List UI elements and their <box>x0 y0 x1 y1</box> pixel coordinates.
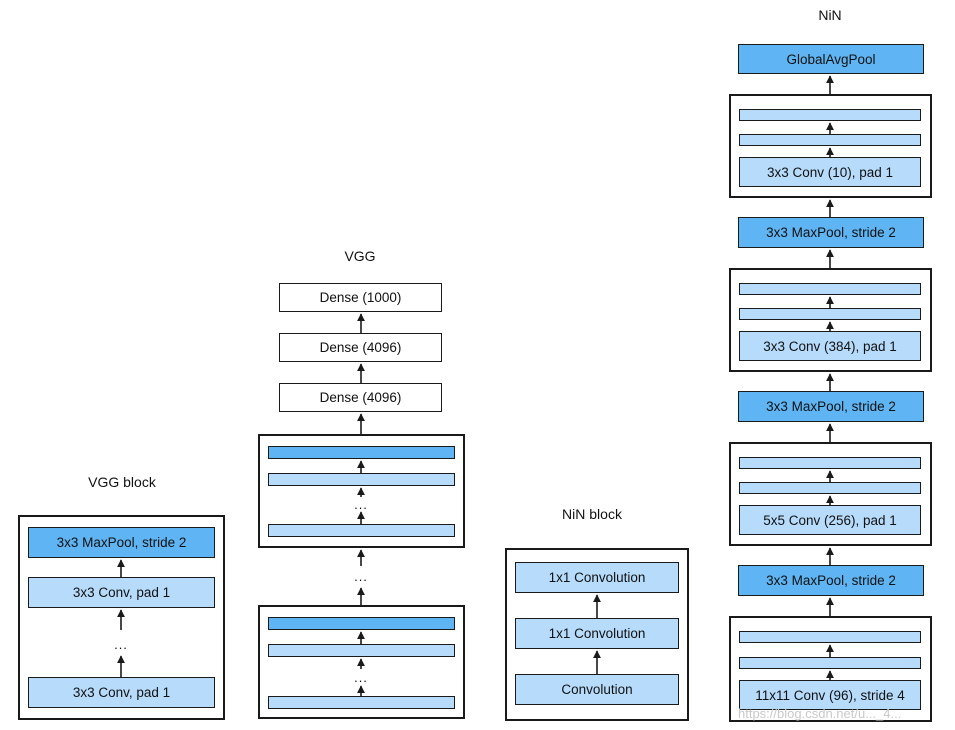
nin-title: NiN <box>818 7 842 23</box>
nin-block-1-bar-top <box>739 631 921 643</box>
nin-conv256-box: 5x5 Conv (256), pad 1 <box>739 505 921 535</box>
vgg-block-ellipsis: ... <box>114 637 128 652</box>
vgg-dense-4096-top-box: Dense (4096) <box>279 333 442 362</box>
vgg-block-1-conv-bar-top <box>268 644 455 657</box>
vgg-block-2-conv-bar-top <box>268 473 455 486</box>
vgg-block-1-conv-bar-bottom <box>268 696 455 709</box>
vgg-block-conv-top-box: 3x3 Conv, pad 1 <box>28 577 215 608</box>
nin-conv10-box: 3x3 Conv (10), pad 1 <box>739 157 921 187</box>
nin-block-2-bar-mid <box>739 482 921 494</box>
nin-conv384-box: 3x3 Conv (384), pad 1 <box>739 331 921 361</box>
nin-global-avg-pool-box: GlobalAvgPool <box>738 44 924 74</box>
vgg-block-maxpool-box: 3x3 MaxPool, stride 2 <box>28 527 215 558</box>
vgg-dense-4096-bottom-box: Dense (4096) <box>279 383 442 412</box>
nin-block-1-bar-mid <box>739 657 921 669</box>
nin-block-title: NiN block <box>562 506 622 522</box>
vgg-between-blocks-ellipsis: ... <box>354 569 368 584</box>
nin-maxpool-2-box: 3x3 MaxPool, stride 2 <box>738 391 924 422</box>
nin-block-conv-box: Convolution <box>515 674 679 705</box>
nin-block-2-bar-top <box>739 457 921 469</box>
vgg-block-2-ellipsis: ... <box>354 497 368 512</box>
vgg-title: VGG <box>344 248 376 264</box>
nin-block-4-bar-mid <box>739 134 921 146</box>
vgg-block-title: VGG block <box>88 474 156 490</box>
nin-block-conv1x1-top-box: 1x1 Convolution <box>515 562 679 593</box>
vgg-block-1-ellipsis: ... <box>354 670 368 685</box>
vgg-dense-1000-box: Dense (1000) <box>279 283 442 312</box>
nin-maxpool-1-box: 3x3 MaxPool, stride 2 <box>738 565 924 596</box>
nin-block-3-bar-mid <box>739 308 921 320</box>
nin-block-3-bar-top <box>739 283 921 295</box>
nin-maxpool-3-box: 3x3 MaxPool, stride 2 <box>738 217 924 248</box>
vgg-block-conv-bottom-box: 3x3 Conv, pad 1 <box>28 677 215 708</box>
nin-conv96-box: 11x11 Conv (96), stride 4 <box>739 680 921 710</box>
watermark-text: https://blog.csdn.net/u..._4... <box>738 706 902 721</box>
vgg-block-2-conv-bar-bottom <box>268 524 455 537</box>
nin-block-4-bar-top <box>739 109 921 121</box>
nin-block-conv1x1-mid-box: 1x1 Convolution <box>515 618 679 649</box>
vgg-block-1-maxpool-bar <box>268 617 455 630</box>
vgg-block-2-maxpool-bar <box>268 446 455 459</box>
